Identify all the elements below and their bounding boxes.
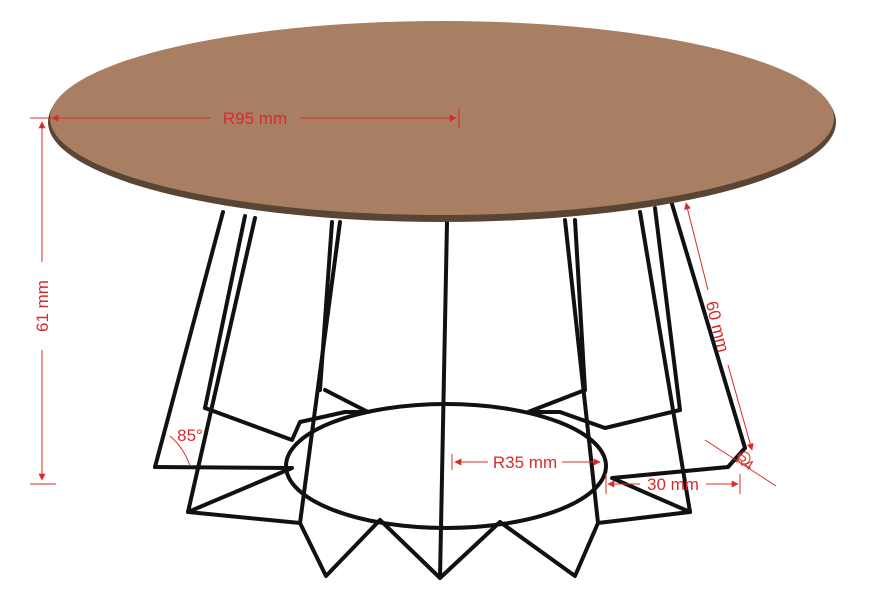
frame-leg <box>203 214 247 410</box>
leg-length-label: 60 mm <box>702 299 733 354</box>
frame-leg <box>573 218 587 392</box>
frame-leg <box>563 218 600 525</box>
frame-leg <box>438 220 449 580</box>
wire-frame <box>153 202 747 580</box>
frame-base-ring <box>284 402 608 530</box>
frame-leg <box>653 206 682 412</box>
leg-length-line <box>727 364 754 451</box>
angle-label: 85° <box>177 426 203 445</box>
top-radius-label: R95 mm <box>223 109 287 128</box>
angle-arc <box>169 435 191 467</box>
height-label: 61 mm <box>33 280 52 332</box>
foot-length-label: 30 mm <box>647 475 699 494</box>
foot-radius-mark <box>737 451 751 465</box>
frame-leg <box>726 446 747 469</box>
leg-length-line <box>684 202 709 291</box>
dimension-lines <box>30 108 777 494</box>
tabletop <box>48 21 836 222</box>
frame-leg <box>638 210 692 514</box>
frame-back-zigzag <box>203 388 682 442</box>
frame-leg <box>670 202 747 450</box>
frame-leg <box>153 210 225 469</box>
frame-leg <box>186 216 257 514</box>
foot-radius-label: R4 <box>733 450 757 473</box>
frame-leg <box>318 220 334 392</box>
base-radius-label: R35 mm <box>493 453 557 472</box>
